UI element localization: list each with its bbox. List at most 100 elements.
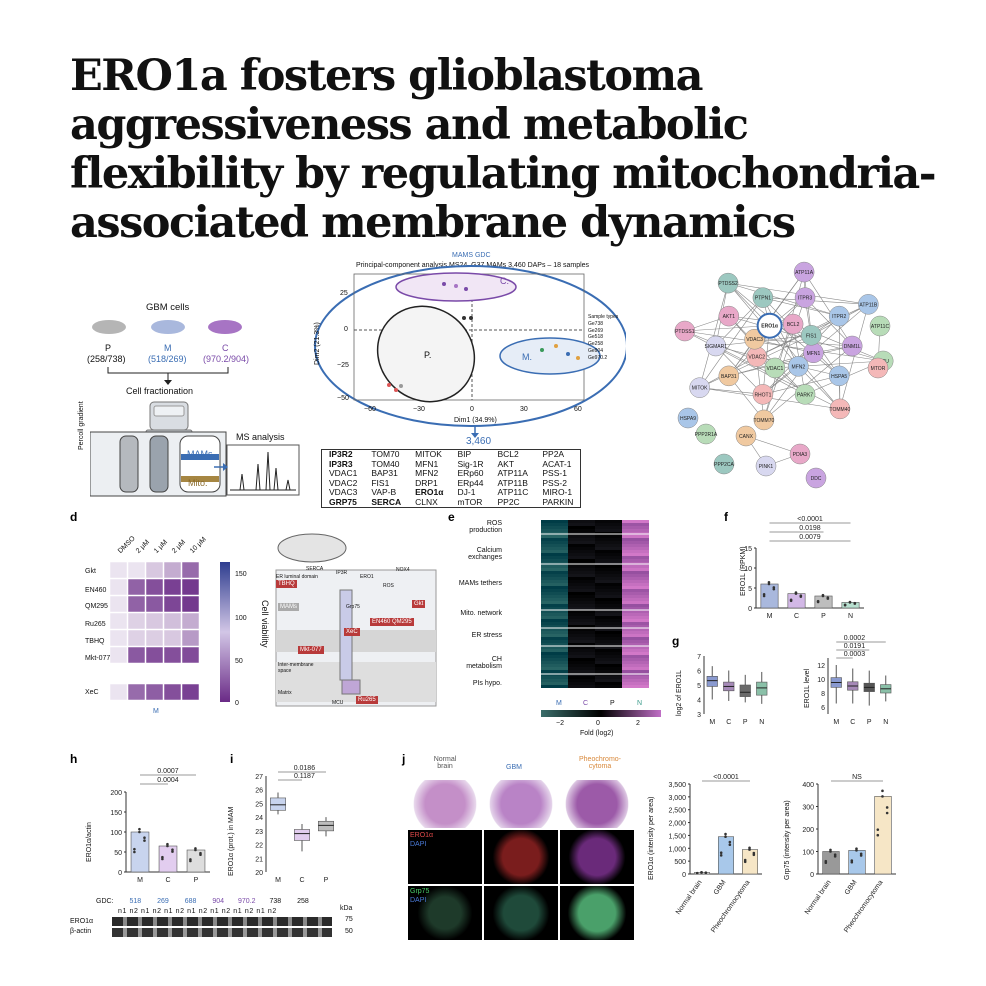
heatmap-e-cell bbox=[541, 556, 568, 559]
heatmap-e-cell bbox=[541, 586, 568, 589]
dish-m bbox=[151, 320, 185, 334]
data-point bbox=[789, 598, 793, 602]
table-cell: MFN2 bbox=[415, 468, 439, 478]
y-tick-label: 6 bbox=[821, 705, 825, 712]
p-value: 0.0079 bbox=[799, 534, 821, 541]
table-cell: PP2A bbox=[542, 449, 565, 459]
heatmap-e-cell bbox=[568, 601, 595, 604]
data-point bbox=[824, 859, 828, 863]
heatmap-e-cell bbox=[541, 658, 568, 661]
ids-m: (518/269) bbox=[148, 354, 187, 364]
heatmap-e-cell bbox=[595, 619, 622, 622]
network-edge bbox=[804, 297, 853, 347]
x-tick-label: C bbox=[299, 877, 304, 884]
pca-ytick-1: 0 bbox=[344, 326, 348, 333]
fold-label: Fold (log2) bbox=[580, 730, 614, 737]
network-edge bbox=[762, 315, 840, 395]
heatmap-e-cell bbox=[568, 655, 595, 658]
heatmap-e-cell bbox=[595, 610, 622, 613]
heatmap-cell bbox=[109, 646, 128, 664]
x-tick-label: Normal brain bbox=[804, 879, 833, 916]
schem-tbhq: TBHQ bbox=[276, 580, 297, 588]
heatmap-e-cell bbox=[541, 607, 568, 610]
heatmap-e-cell bbox=[541, 619, 568, 622]
data-point bbox=[728, 843, 732, 847]
data-point bbox=[133, 850, 136, 854]
data-point bbox=[143, 836, 146, 840]
gdc-970: 970.2 bbox=[238, 898, 256, 905]
heatmap-e-cell bbox=[595, 559, 622, 562]
heatmap-e-cell bbox=[595, 574, 622, 577]
y-tick-label: 10 bbox=[744, 566, 752, 573]
heatmap-e-cell bbox=[568, 667, 595, 670]
heatmap-e-cell bbox=[541, 565, 568, 568]
data-point bbox=[171, 848, 174, 852]
network-node-label: PDIA3 bbox=[793, 452, 808, 458]
heatmap-e-cell bbox=[622, 595, 649, 598]
data-point bbox=[843, 603, 847, 607]
data-point bbox=[833, 853, 837, 857]
data-point bbox=[719, 854, 723, 857]
heatmap-e-cell bbox=[568, 682, 595, 685]
heatmap-cell bbox=[109, 612, 128, 630]
network-node-label: ATP11B bbox=[859, 302, 878, 308]
network-node bbox=[858, 294, 879, 315]
heatmap-e-cell bbox=[595, 667, 622, 670]
p-value: 0.0007 bbox=[157, 768, 179, 775]
mam-schematic bbox=[275, 533, 437, 707]
heatmap-e-cell bbox=[568, 640, 595, 643]
group-mams-tethers: MAMs tethers bbox=[458, 580, 502, 587]
g-ylabel-right: ERO1L level bbox=[804, 668, 811, 708]
x-tick-label: N bbox=[883, 719, 888, 726]
table-cell: ERp44 bbox=[457, 477, 484, 488]
y-tick-label: 5 bbox=[697, 683, 701, 690]
network-node bbox=[713, 453, 735, 475]
heatmap-e-cell bbox=[595, 550, 622, 553]
table-cell: mTOR bbox=[457, 496, 483, 507]
x-tick-label: M bbox=[709, 719, 715, 726]
network-node bbox=[764, 357, 786, 379]
fold-tick-neg2: −2 bbox=[556, 720, 564, 727]
group-er-stress: ER stress bbox=[471, 632, 502, 639]
kda-50: 50 bbox=[345, 928, 353, 935]
y-tick-label: 100 bbox=[110, 830, 122, 837]
schem-mkt077: Mkt-077 bbox=[298, 646, 324, 654]
network-node-label: ITPR2 bbox=[832, 314, 846, 320]
p-value: <0.0001 bbox=[713, 774, 739, 781]
heatmap-e-cell bbox=[595, 544, 622, 547]
heatmap-e-cell bbox=[541, 649, 568, 652]
table-cell: PSS-2 bbox=[542, 477, 567, 488]
p-value: 0.0003 bbox=[844, 651, 866, 658]
heatmap-e-cell bbox=[595, 595, 622, 598]
network-node-label: CANX bbox=[739, 434, 754, 440]
network-node-label: DDC bbox=[811, 476, 822, 482]
legend-item-2: Ge518 bbox=[588, 334, 604, 341]
heatmap-e-cell bbox=[541, 655, 568, 658]
heatmap-e-cell bbox=[622, 646, 649, 649]
heatmap-cell bbox=[163, 629, 182, 647]
heatmap-e-cell bbox=[568, 604, 595, 607]
table-cell: MFN1 bbox=[415, 458, 439, 469]
panel-letter-f: f bbox=[724, 510, 728, 524]
col-gbm: GBM bbox=[506, 764, 522, 771]
heatmap-cell bbox=[163, 578, 182, 596]
col-p: P bbox=[610, 700, 615, 707]
heatmap-e-cell bbox=[595, 637, 622, 640]
heatmap-e-cell bbox=[622, 544, 649, 547]
heatmap-e-cell bbox=[595, 649, 622, 652]
schem-mcu: MCU bbox=[332, 700, 344, 706]
heatmap-e-cell bbox=[568, 538, 595, 541]
group-p: P bbox=[105, 343, 112, 353]
pca-xtick-2: 0 bbox=[470, 406, 474, 413]
group-mito-network: Mito. network bbox=[460, 610, 502, 617]
heatmap-e-cell bbox=[622, 523, 649, 526]
heatmap-e-cell bbox=[622, 577, 649, 580]
schem-serca: SERCA bbox=[306, 566, 324, 572]
dish-c bbox=[208, 320, 242, 334]
heatmap-e-cell bbox=[541, 553, 568, 556]
heatmap-cell bbox=[145, 561, 164, 579]
pca-ytick-3: −50 bbox=[337, 395, 349, 402]
heatmap-e-cell bbox=[622, 634, 649, 637]
